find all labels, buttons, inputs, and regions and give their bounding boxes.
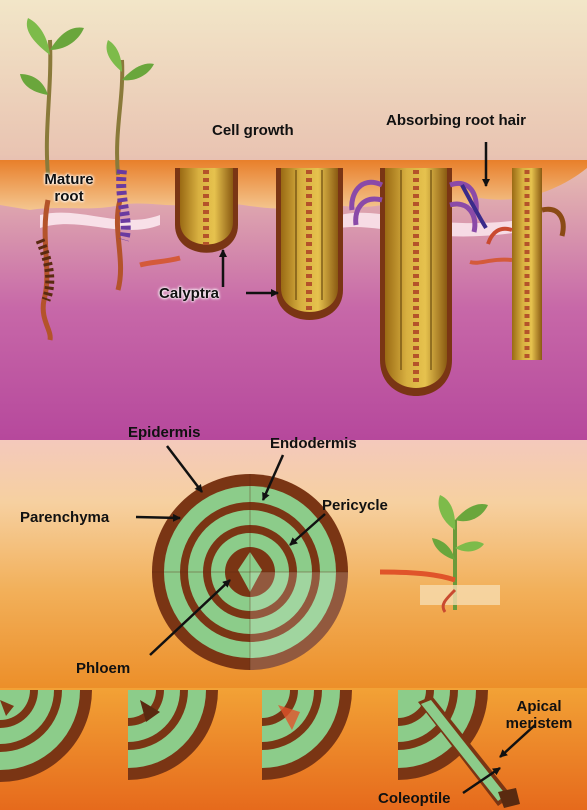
arrow-parenchyma: [136, 517, 180, 518]
label-calyptra: Calyptra: [159, 285, 219, 302]
label-parenchyma: Parenchyma: [20, 509, 109, 526]
label-cell-growth: Cell growth: [212, 122, 294, 139]
root-tip-2: [276, 168, 343, 320]
root-cross-section: [152, 474, 348, 670]
label-pericycle: Pericycle: [322, 497, 388, 514]
root-tip-1: [175, 168, 238, 253]
label-absorbing-root-hair: Absorbing root hair: [386, 112, 526, 129]
label-epidermis: Epidermis: [128, 424, 201, 441]
label-coleoptile: Coleoptile: [378, 790, 451, 807]
label-endodermis: Endodermis: [270, 435, 357, 452]
label-apical-meristem: Apical meristem: [496, 698, 582, 732]
label-mature-root: Mature root: [29, 171, 109, 205]
label-phloem: Phloem: [76, 660, 130, 677]
